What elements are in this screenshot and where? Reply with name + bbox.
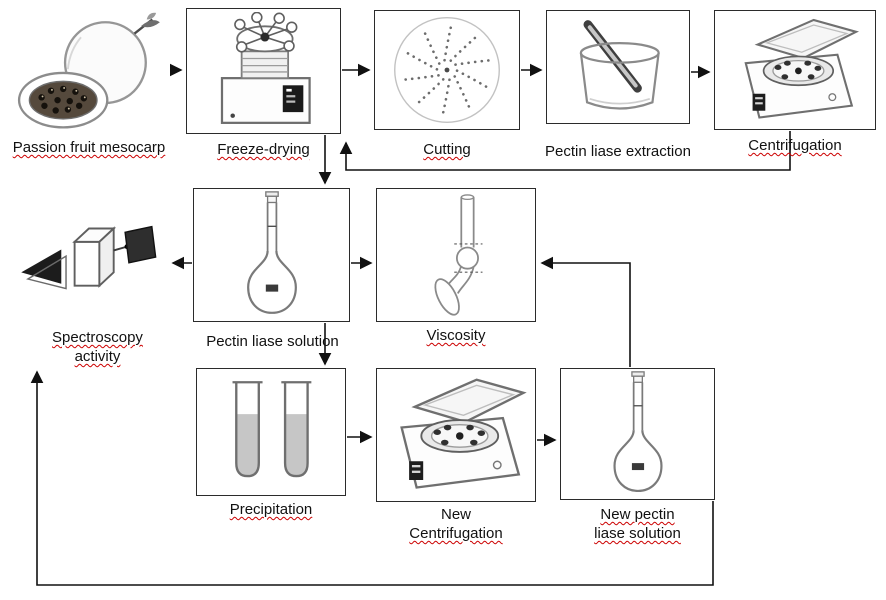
label-centrifugation: Centrifugation (714, 136, 876, 155)
cutting-image-box (374, 10, 520, 130)
volumetric-flask-image (227, 191, 317, 319)
precipitation-image-box (196, 368, 346, 496)
passion-fruit-image (9, 11, 169, 133)
viscosity-text: Viscosity (426, 327, 486, 344)
new-pectin-solution-image-box (560, 368, 715, 500)
new-centrifugation-text: Centrifugation (409, 525, 503, 542)
centrifugation-text: Centrifugation (748, 137, 842, 154)
centrifuge-image (720, 14, 870, 126)
passion-fruit-image-box (8, 10, 170, 134)
freeze-drying-image-box (186, 8, 341, 134)
label-viscosity: Viscosity (376, 326, 536, 345)
mortar-pestle-image (551, 14, 685, 120)
label-freeze-drying: Freeze-drying (186, 140, 341, 159)
new-text: New (440, 506, 471, 523)
pectin-solution-text: Pectin liase solution (206, 333, 339, 350)
spectrophotometer-prism-cuvette-image (13, 198, 161, 320)
centrifugation-image-box (714, 10, 876, 130)
label-cutting: Cutting (374, 140, 520, 159)
spectroscopy-text: Spectroscopy (52, 329, 143, 346)
label-new-pectin-solution: New pectin liase solution (560, 505, 715, 543)
pectin-extraction-text: Pectin liase extraction (545, 143, 691, 160)
label-pectin-extraction: Pectin liase extraction (540, 142, 696, 161)
viscosity-image-box (376, 188, 536, 322)
freeze-drying-text: Freeze-drying (217, 141, 310, 158)
pectin-extraction-image-box (546, 10, 690, 124)
liase-solution-text: liase solution (594, 525, 681, 542)
passion-fruit-text: Passion fruit mesocarp (12, 139, 166, 156)
label-new-centrifugation: New Centrifugation (376, 505, 536, 543)
new-centrifugation-image-box (376, 368, 536, 502)
pectin-solution-image-box (193, 188, 350, 322)
label-spectroscopy-activity: Spectroscopy activity (20, 328, 175, 366)
label-pectin-solution: Pectin liase solution (185, 332, 360, 351)
viscometer-image (411, 191, 501, 319)
cutting-disc-image (391, 14, 503, 126)
freeze-dryer-image (193, 12, 335, 130)
new-pectin-text: New pectin (600, 506, 675, 523)
spectroscopy-image-box (12, 195, 162, 323)
activity-text: activity (74, 348, 121, 365)
cutting-text: Cutting (423, 141, 471, 158)
label-precipitation: Precipitation (196, 500, 346, 519)
test-tubes-image (208, 371, 334, 493)
label-passion-fruit: Passion fruit mesocarp (0, 138, 178, 157)
volumetric-flask-image (593, 371, 683, 497)
precipitation-text: Precipitation (229, 501, 313, 518)
centrifuge-image (381, 373, 531, 497)
edge-new-pectin-solution-to-viscosity (540, 256, 631, 367)
